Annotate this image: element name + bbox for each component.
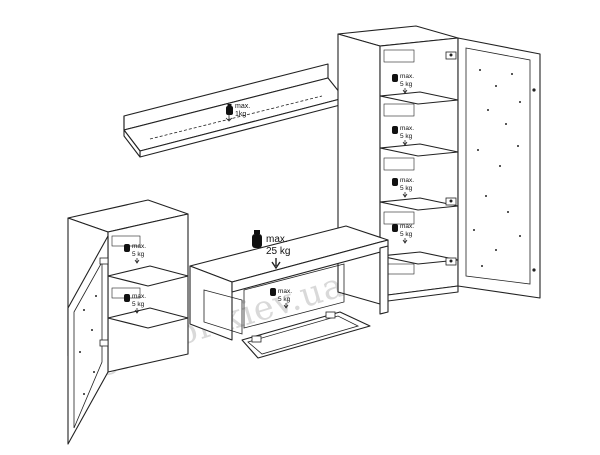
- hinge-icon: [445, 51, 457, 60]
- arrow-down-icon: [271, 258, 281, 270]
- arrow-down-icon: [134, 258, 140, 264]
- left-cab-label-1: max. 5 kg: [124, 243, 146, 264]
- arrow-down-icon: [402, 192, 408, 198]
- max-label: max.: [132, 293, 146, 300]
- hinge-icon: [445, 197, 457, 206]
- tall-cabinet: max. 5 kg max. 5 kg max. 5 kg max. 5 kg: [337, 25, 541, 305]
- tall-cab-label-2: max. 5 kg: [392, 125, 414, 146]
- arrow-down-icon: [283, 303, 289, 309]
- wall-shelf-max-label: max.: [235, 103, 250, 110]
- max-label: max.: [400, 73, 414, 80]
- tv-inner-label: max. 5 kg: [270, 288, 292, 309]
- arrow-down-icon: [134, 308, 140, 314]
- max-label: max.: [400, 125, 414, 132]
- max-label: max.: [266, 234, 288, 245]
- wall-shelf: max. 1kg: [123, 63, 345, 158]
- load-label: 5 kg: [400, 133, 413, 140]
- left-cabinet: max. 5 kg max. 5 kg: [67, 199, 189, 445]
- load-label: 5 kg: [132, 251, 145, 258]
- max-label: max.: [278, 288, 292, 295]
- glass-door-texture: [473, 69, 521, 267]
- load-label: 5 kg: [400, 81, 413, 88]
- load-label: 5 kg: [400, 185, 413, 192]
- max-label: max.: [400, 177, 414, 184]
- hinge-icon: [99, 257, 109, 265]
- hinge-icon: [445, 257, 457, 266]
- load-label: 5 kg: [132, 301, 145, 308]
- load-label: 5 kg: [400, 231, 413, 238]
- tall-cab-label-1: max. 5 kg: [392, 73, 414, 94]
- glass-door-texture: [79, 295, 97, 395]
- tall-cab-label-4: max. 5 kg: [392, 223, 414, 244]
- arrow-down-icon: [402, 238, 408, 244]
- load-label: 5 kg: [278, 296, 291, 303]
- tall-cab-label-3: max. 5 kg: [392, 177, 414, 198]
- weight-icon: [226, 104, 233, 115]
- arrow-down-icon: [402, 140, 408, 146]
- wall-shelf-load-label: 1kg: [235, 111, 246, 118]
- hinge-icon: [99, 339, 109, 347]
- hinge-icon: [251, 335, 262, 343]
- tv-top-label: max. 25 kg: [252, 230, 290, 270]
- arrow-down-icon: [402, 88, 408, 94]
- hinge-icon: [325, 311, 336, 319]
- max-label: max.: [132, 243, 146, 250]
- arrow-down-icon: [225, 114, 233, 122]
- left-cab-label-2: max. 5 kg: [124, 293, 146, 314]
- tv-stand: max. 25 kg max. 5 kg: [189, 225, 389, 359]
- max-label: max.: [400, 223, 414, 230]
- load-label: 25 kg: [266, 246, 290, 257]
